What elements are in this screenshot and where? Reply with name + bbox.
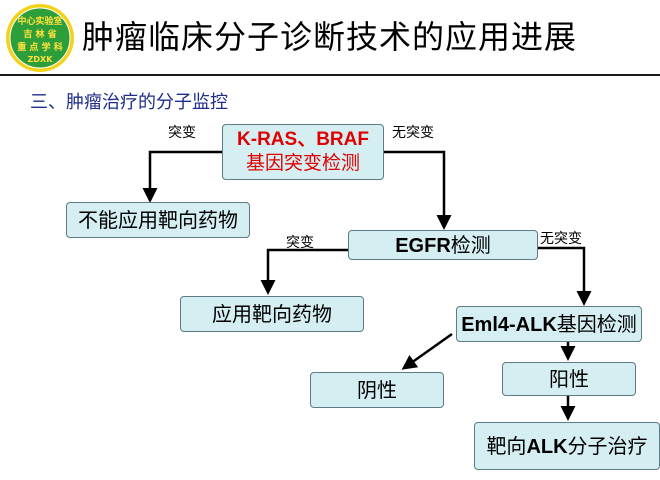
title-divider (0, 74, 660, 76)
arrow-eml4-to-negative (401, 332, 453, 370)
egfr-rest: 检测 (450, 233, 491, 257)
logo-line-4: ZDXK (28, 55, 54, 64)
section-subtitle: 三、肿瘤治疗的分子监控 (30, 92, 228, 113)
eml4-alk-test-box: Eml4-ALK基因检测 (456, 306, 642, 342)
label-mutation-left: 突变 (168, 125, 196, 141)
egfr-test-box: EGFR检测 (348, 230, 538, 260)
negative-text: 阴性 (357, 377, 397, 402)
arrow-kras-to-egfr (384, 150, 452, 230)
use-target-drug-text: 应用靶向药物 (212, 301, 332, 326)
logo-line-2: 吉 林 省 (23, 28, 56, 40)
kras-braf-title: K-RAS、BRAF (237, 129, 369, 151)
label-egfr-mutation: 突变 (286, 235, 314, 251)
arrow-egfr-to-target (260, 248, 348, 295)
eml4-rest: 基因检测 (556, 312, 637, 336)
egfr-bold: EGFR (395, 235, 451, 257)
label-egfr-no-mutation: 无突变 (540, 231, 582, 247)
logo-line-3: 重 点 学 科 (17, 41, 62, 53)
negative-box: 阴性 (310, 372, 444, 408)
label-no-mutation-right: 无突变 (392, 125, 434, 141)
use-target-drug-box: 应用靶向药物 (180, 296, 364, 332)
logo-line-1: 中心实验室 (17, 15, 62, 27)
arrow-egfr-to-eml4 (538, 246, 592, 306)
no-target-drug-box: 不能应用靶向药物 (66, 202, 250, 238)
arrow-kras-to-no-target (142, 150, 222, 203)
alk-bold: ALK (526, 436, 568, 458)
page-title: 肿瘤临床分子诊断技术的应用进展 (82, 18, 578, 56)
kras-braf-subtitle: 基因突变检测 (245, 152, 360, 174)
positive-text: 阳性 (549, 366, 589, 391)
no-target-drug-text: 不能应用靶向药物 (78, 207, 238, 232)
kras-braf-box: K-RAS、BRAF 基因突变检测 (222, 124, 384, 180)
eml4-bold: Eml4-ALK (461, 314, 557, 336)
alk-rest: 分子治疗 (567, 434, 648, 458)
positive-box: 阳性 (502, 362, 636, 396)
logo-emblem: 中心实验室 吉 林 省 重 点 学 科 ZDXK (6, 4, 74, 72)
alk-prefix: 靶向 (486, 434, 527, 458)
alk-therapy-box: 靶向ALK分子治疗 (474, 422, 660, 470)
